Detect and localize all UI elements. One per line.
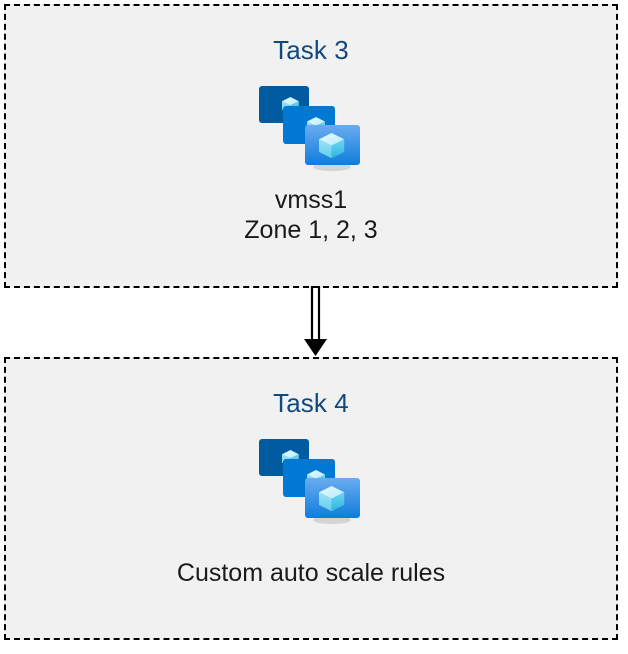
task-3-caption: vmss1 Zone 1, 2, 3 (244, 185, 377, 245)
task-4-icon-wrapper (258, 434, 364, 528)
task-4-caption-line-1: Custom auto scale rules (176, 559, 446, 587)
vm-scale-set-icon (259, 86, 360, 171)
connector-arrow-task3-to-task4 (304, 286, 327, 356)
task-3-title: Task 3 (273, 35, 349, 65)
task-4-caption: Custom auto scale rules (177, 558, 445, 588)
task-3-icon-wrapper (258, 81, 364, 175)
task-box-task-3[interactable]: Task 3 (4, 4, 618, 288)
task-box-task-4[interactable]: Task 4 (4, 357, 618, 640)
vm-scale-set-icon (259, 439, 360, 524)
task-3-caption-line-1: vmss1 (274, 186, 348, 214)
task-4-title: Task 4 (273, 388, 349, 418)
task-3-caption-line-2: Zone 1, 2, 3 (244, 216, 378, 244)
